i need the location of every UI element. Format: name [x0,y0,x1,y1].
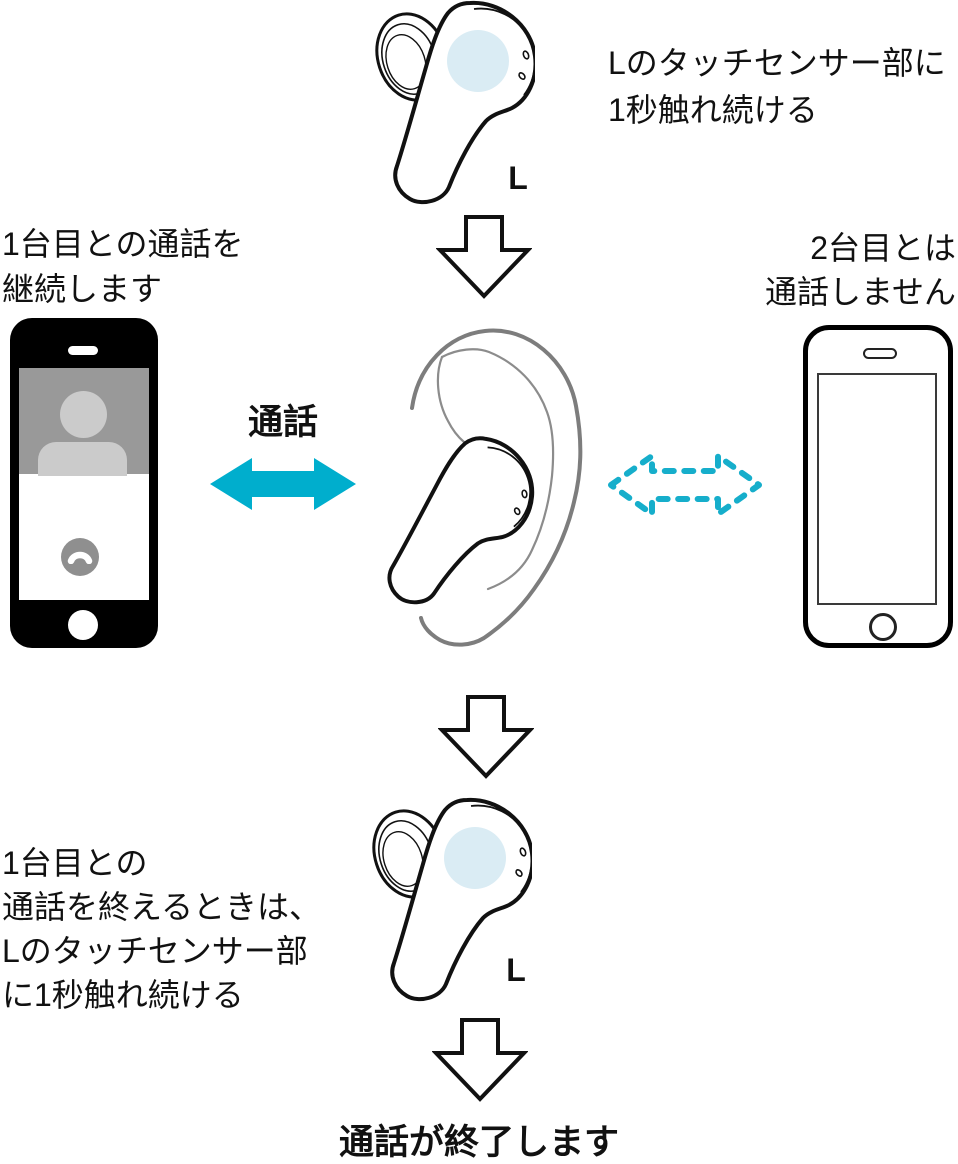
result-text: 通話が終了します [338,1123,619,1162]
microphone-holes [515,847,527,877]
phone1-speaker-slot [68,346,98,355]
ear-outline [410,328,583,647]
down-arrow-icon-2 [438,695,534,779]
inserted-earbud [387,436,535,605]
touch-sensor-highlight [444,827,506,889]
call-end-button [61,538,99,576]
no-call-link-arrow-icon [608,453,762,517]
caller-image-area [19,368,149,476]
call-link-arrow-icon [210,458,356,510]
earbud-face-line [473,7,535,96]
bottom-instruction-line2: 通話を終えるときは、 [2,889,322,925]
top-instruction-line1: Lのタッチセンサー部に [608,45,946,81]
phone2-caption-line2: 通話しません [764,274,956,310]
call-end-handset-icon [67,551,93,564]
microphone-holes [518,50,530,80]
caller-silhouette-head [60,391,107,438]
call-link-label: 通話 [247,403,318,442]
bottom-instruction-line1: 1台目との [2,845,148,881]
earbud-face-line [470,804,532,893]
down-arrow-icon-1 [436,215,532,299]
phone2-caption-line1: 2台目とは [810,230,956,266]
top-instruction-line2: 1秒触れ続ける [608,92,818,128]
phone2-speaker-slot [863,348,897,359]
phone1-call-screen [19,368,149,600]
bottom-instruction-line4: に1秒触れ続ける [2,977,244,1013]
phone1-home-button [68,610,98,640]
phone1-caption: 1台目との通話を 継続します [2,222,243,312]
earbud-label-l-top: L [508,160,528,196]
ear-with-earbud-illustration [387,328,583,647]
phone2-screen [817,373,937,605]
phone1-caption-line2: 継続します [2,271,163,307]
phone1-illustration [10,318,158,648]
touch-sensor-highlight [447,30,509,92]
down-arrow-icon-3 [432,1018,528,1102]
left-earbud-illustration-bottom [372,797,532,1002]
phone2-caption: 2台目とは 通話しません [700,226,956,314]
top-instruction-text: Lのタッチセンサー部に 1秒触れ続ける [608,40,946,134]
earbud-label-l-bottom: L [506,952,526,988]
phone2-home-button [869,613,897,641]
phone1-caption-line1: 1台目との通話を [2,226,244,262]
bottom-instruction-text: 1台目との 通話を終えるときは、 Lのタッチセンサー部 に1秒触れ続ける [2,841,321,1017]
phone2-illustration [803,325,953,648]
caller-silhouette-shoulders [38,442,127,476]
bottom-instruction-line3: Lのタッチセンサー部 [2,933,308,969]
left-earbud-illustration [375,0,535,205]
